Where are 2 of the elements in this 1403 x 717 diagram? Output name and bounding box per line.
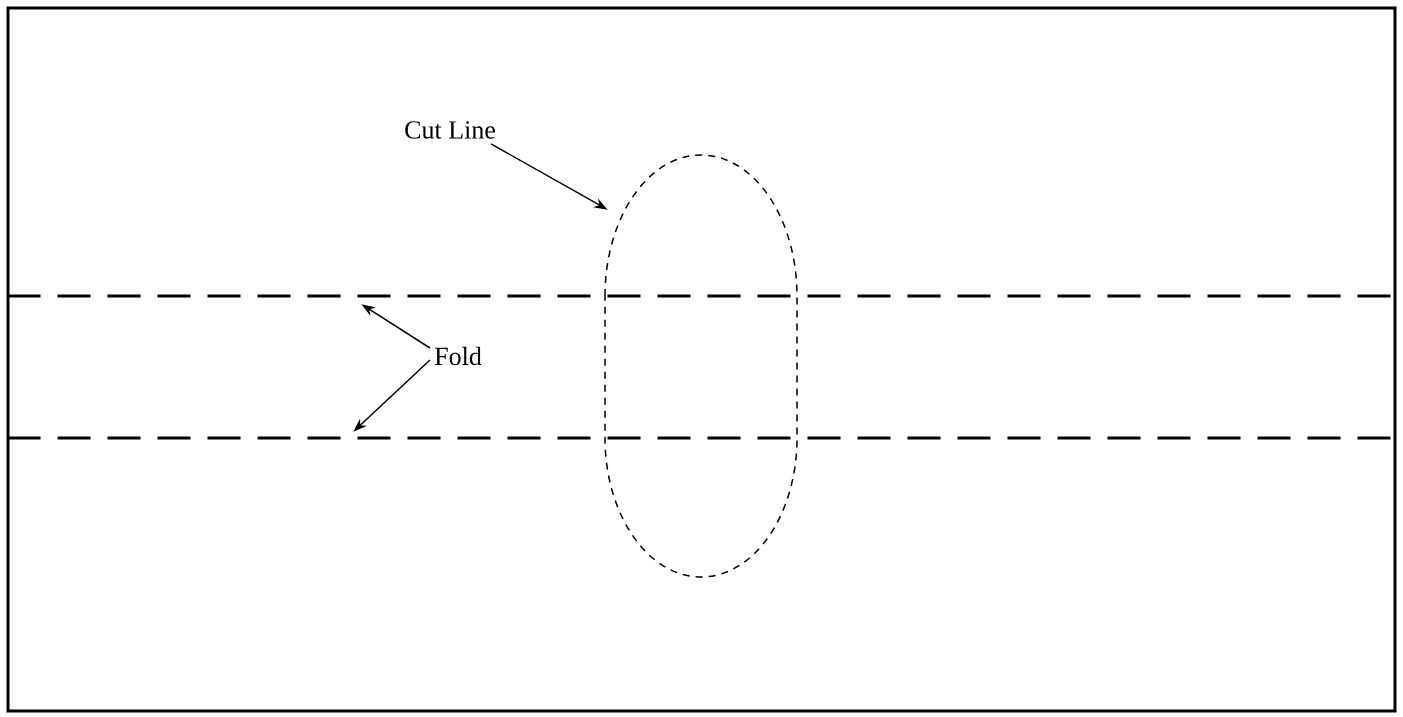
callout-label: Cut Line (405, 121, 495, 139)
callout-label: Fold (434, 346, 482, 366)
